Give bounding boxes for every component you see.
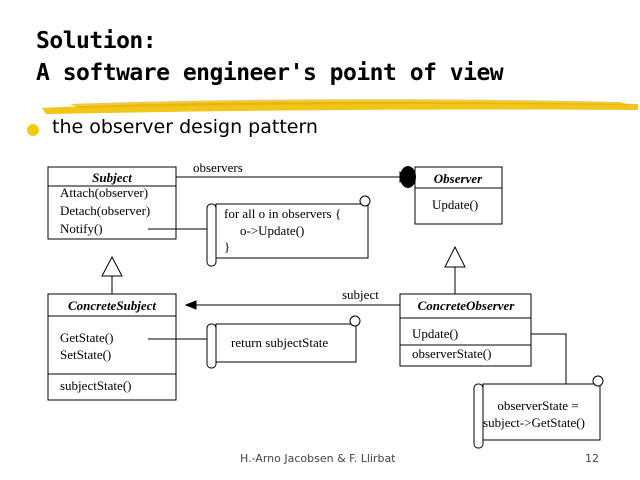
subject-op-attach: Attach(observer) bbox=[60, 185, 148, 200]
concrete-subject-class-name: ConcreteSubject bbox=[68, 298, 156, 313]
note-notify-line1: for all o in observers { bbox=[224, 206, 341, 221]
note-getstate bbox=[206, 315, 361, 369]
footer-authors: H.-Arno Jacobsen & F. Llirbat bbox=[240, 452, 396, 465]
note-update-line1: observerState = bbox=[497, 398, 578, 413]
concrete-subject-op-setstate: SetState() bbox=[60, 347, 111, 362]
note-notify-line3: } bbox=[224, 239, 230, 254]
concrete-subject-attr-state: subjectState() bbox=[60, 378, 131, 393]
concrete-observer-attr-state: observerState() bbox=[412, 346, 491, 361]
note-notify-line2: o->Update() bbox=[240, 223, 304, 238]
note-update bbox=[473, 375, 604, 449]
title-underline-brush bbox=[42, 99, 638, 114]
observers-association-label: observers bbox=[193, 160, 243, 175]
observer-class-name: Observer bbox=[434, 171, 483, 186]
observers-aggregation-blob bbox=[400, 166, 416, 188]
observer-class-box bbox=[414, 166, 503, 225]
note-notify bbox=[206, 195, 371, 267]
concrete-observer-class-box bbox=[399, 293, 532, 367]
concrete-observer-class-name: ConcreteObserver bbox=[418, 298, 516, 313]
note-update-line2: subject->GetState() bbox=[483, 415, 585, 430]
inheritance-arrow-observer bbox=[444, 245, 466, 268]
bullet-text: the observer design pattern bbox=[52, 116, 318, 138]
concrete-observer-op-update: Update() bbox=[412, 326, 458, 341]
observer-op-update: Update() bbox=[432, 197, 478, 212]
page-number: 12 bbox=[585, 452, 599, 465]
subject-op-notify: Notify() bbox=[60, 221, 103, 236]
slide-title-line1: Solution: bbox=[36, 28, 157, 54]
subject-op-detach: Detach(observer) bbox=[60, 203, 150, 218]
subject-arrowhead bbox=[184, 300, 197, 310]
subject-association-label: subject bbox=[342, 287, 379, 302]
inheritance-arrow-subject bbox=[101, 255, 123, 277]
bullet-dot-icon bbox=[27, 124, 39, 136]
concrete-subject-op-getstate: GetState() bbox=[60, 330, 113, 345]
subject-class-box bbox=[47, 166, 177, 240]
slide-title-line2: A software engineer's point of view bbox=[36, 60, 504, 86]
note-getstate-line1: return subjectState bbox=[231, 335, 328, 350]
subject-class-name: Subject bbox=[92, 170, 132, 185]
